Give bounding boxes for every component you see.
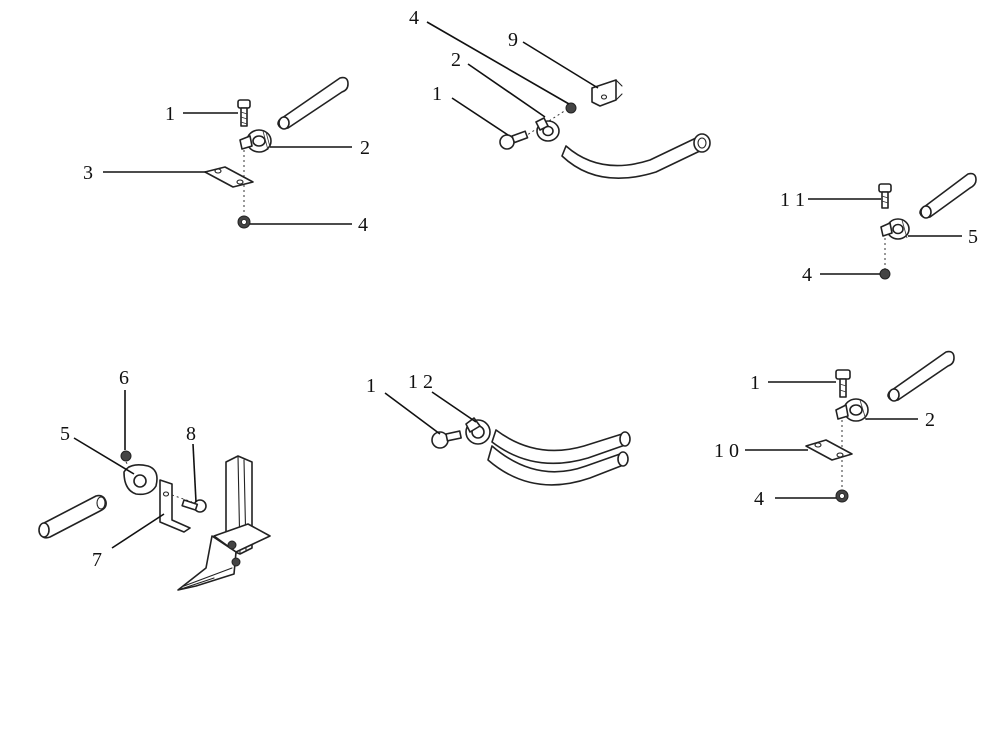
callout-clamp: 1 2 (408, 371, 433, 393)
pipe-segment (887, 350, 955, 402)
bolt-part (835, 369, 851, 398)
leader-line (522, 41, 599, 89)
hose-segment (487, 429, 631, 486)
assembly-group-4: 6 5 8 7 (38, 367, 271, 591)
clamp-part (835, 398, 869, 422)
clamp-part (880, 218, 910, 240)
leader-line (467, 63, 546, 118)
plate-part (204, 166, 254, 188)
assembly-group-5: 1 1 2 (366, 371, 631, 486)
pipe-segment (38, 494, 107, 539)
leader-line (426, 21, 570, 105)
callout-bolt: 1 (165, 103, 175, 125)
callout-bolt: 1 1 (780, 189, 805, 211)
leader-line (111, 513, 165, 549)
bolt-part (431, 430, 462, 449)
callout-nut: 4 (358, 214, 368, 236)
hose-segment (561, 133, 711, 180)
callout-nut: 4 (409, 7, 419, 29)
clamp-part (123, 464, 158, 496)
leader-line (73, 437, 135, 475)
callout-clamp: 2 (451, 49, 461, 71)
bolt-part (237, 99, 251, 127)
callout-bracket: 7 (92, 549, 102, 571)
assembly-group-2: 4 9 2 1 (409, 7, 711, 180)
callout-bolt: 8 (186, 423, 196, 445)
nut-part (565, 102, 577, 114)
callout-plate: 1 0 (714, 440, 739, 462)
bracket-part (591, 79, 623, 107)
callout-nut: 6 (119, 367, 129, 389)
callout-clamp: 2 (925, 409, 935, 431)
bolt-part (499, 130, 529, 150)
clamp-part (239, 129, 272, 153)
callout-bolt: 1 (750, 372, 760, 394)
bolt-part (181, 499, 207, 513)
bracket-part (159, 479, 193, 533)
callout-bolt: 1 (366, 375, 376, 397)
pipe-segment (277, 76, 349, 130)
assembly-group-6: 1 2 1 0 4 (714, 350, 955, 510)
callout-bolt: 1 (432, 83, 442, 105)
leader-line (431, 391, 477, 423)
bolt-part (878, 183, 892, 209)
callout-nut: 4 (754, 488, 764, 510)
clamp-part (535, 117, 560, 142)
assembly-group-1: 1 2 3 4 (83, 76, 370, 236)
nut-part (237, 215, 251, 229)
plate-part (805, 439, 853, 461)
nut-part (879, 268, 891, 280)
leader-line (192, 443, 197, 503)
nut-part (835, 489, 849, 503)
callout-clamp: 2 (360, 137, 370, 159)
pipe-segment (919, 172, 977, 219)
nut-part (120, 450, 132, 462)
assembly-group-3: 1 1 5 4 (780, 172, 978, 286)
callout-plate: 3 (83, 162, 93, 184)
leader-line (451, 97, 509, 136)
frame-post (177, 455, 271, 591)
leader-line (384, 392, 441, 435)
callout-clamp: 5 (60, 423, 70, 445)
callout-clamp: 5 (968, 226, 978, 248)
callout-bracket: 9 (508, 29, 518, 51)
clamp-part (465, 417, 491, 445)
callout-nut: 4 (802, 264, 812, 286)
